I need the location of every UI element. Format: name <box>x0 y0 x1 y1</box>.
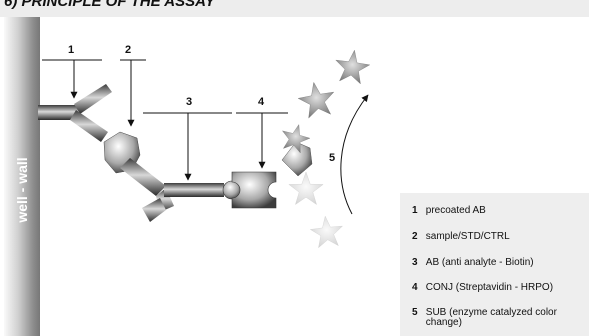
callout-3: 3 <box>186 96 192 108</box>
legend-item: 5 SUB (enzyme catalyzed color change) <box>412 308 586 328</box>
legend-item: 1 precoated AB <box>412 206 586 216</box>
callout-lines <box>42 59 369 215</box>
legend-panel: 1 precoated AB 2 sample/STD/CTRL 3 AB (a… <box>400 193 589 336</box>
legend-text: SUB (enzyme catalyzed color change) <box>425 307 557 328</box>
legend-number: 1 <box>412 205 418 216</box>
biotinylated-antibody <box>120 158 242 222</box>
legend-item: 2 sample/STD/CTRL <box>412 232 586 242</box>
precoated-antibody <box>38 84 112 142</box>
header-bar: 6) PRINCIPLE OF THE ASSAY <box>0 0 589 17</box>
well-wall <box>4 17 40 336</box>
legend-item: 3 AB (anti analyte - Biotin) <box>412 258 586 268</box>
callout-1: 1 <box>68 44 74 56</box>
legend-number: 5 <box>412 307 418 318</box>
legend-item: 4 CONJ (Streptavidin - HRPO) <box>412 283 586 293</box>
legend-number: 4 <box>412 282 418 293</box>
legend-text: precoated AB <box>425 205 486 216</box>
callout-2: 2 <box>125 44 131 56</box>
streptavidin-conjugate <box>231 171 277 209</box>
callout-4: 4 <box>258 96 265 108</box>
page-title: 6) PRINCIPLE OF THE ASSAY <box>4 0 215 10</box>
legend-text: sample/STD/CTRL <box>425 231 510 242</box>
legend-text: CONJ (Streptavidin - HRPO) <box>425 282 554 293</box>
callout-5: 5 <box>329 152 335 164</box>
legend-number: 2 <box>412 231 418 242</box>
legend-number: 3 <box>412 257 418 268</box>
legend-text: AB (anti analyte - Biotin) <box>425 257 534 268</box>
